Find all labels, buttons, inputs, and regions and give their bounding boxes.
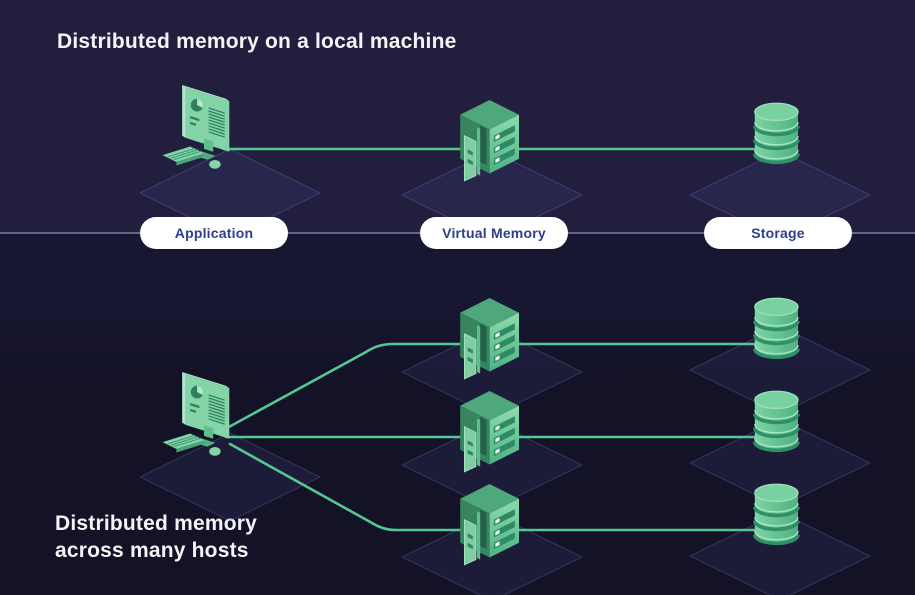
section-title-line2: across many hosts (55, 539, 249, 562)
label-pill-storage: Storage (704, 217, 852, 249)
database-cylinder-icon (752, 101, 800, 165)
label-pill-virtual-memory: Virtual Memory (420, 217, 568, 249)
database-cylinder-icon (752, 389, 800, 453)
section-title-local: Distributed memory on a local machine (57, 30, 457, 53)
section-title-line1: Distributed memory (55, 512, 257, 535)
section-title-many-hosts: Distributed memory across many hosts (55, 510, 257, 564)
connection-line-host3 (228, 442, 759, 532)
database-cylinder-icon (752, 482, 800, 546)
connection-line-host1 (225, 342, 759, 430)
label-pill-application: Application (140, 217, 288, 249)
database-cylinder-icon (752, 296, 800, 360)
